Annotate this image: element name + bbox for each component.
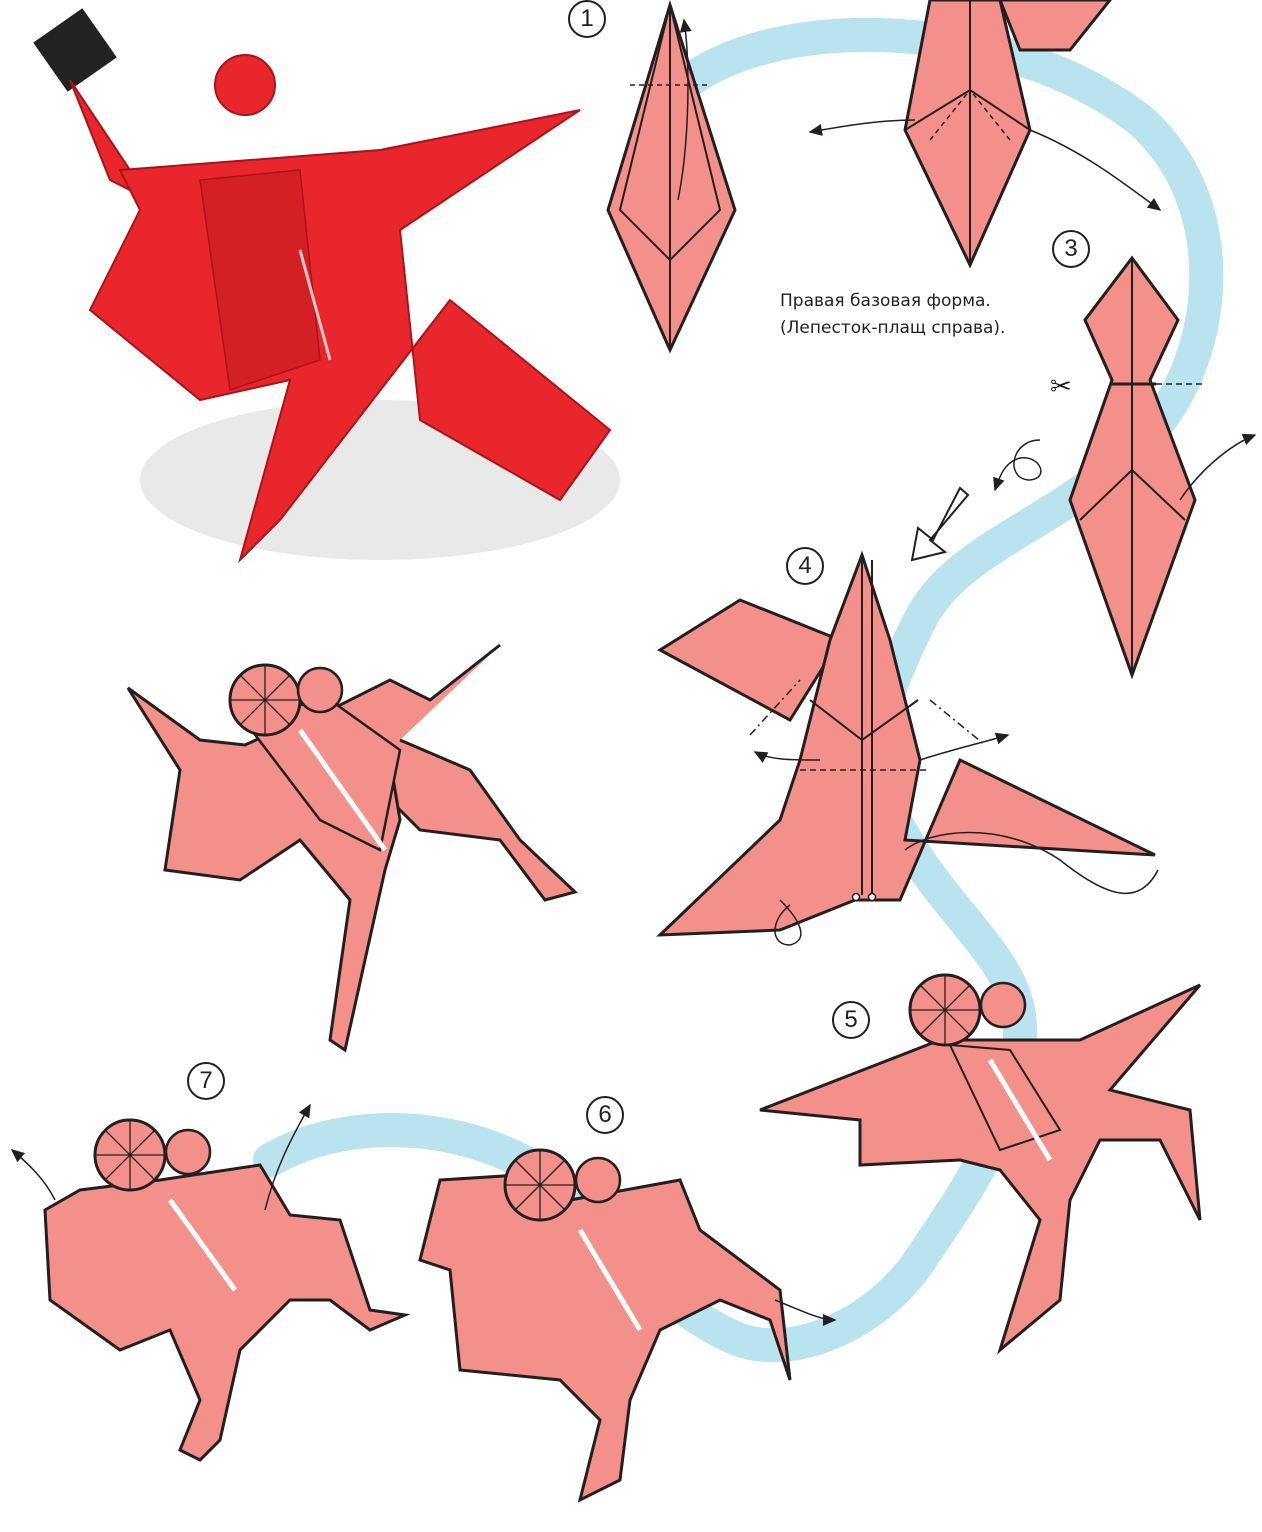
step3-caption: Правая базовая форма. (Лепесток-плащ спр… — [780, 288, 1005, 342]
caption-line-2: (Лепесток-плащ справа). — [780, 315, 1005, 342]
step-number-1-label: 1 — [580, 5, 593, 33]
step-number-3: 3 — [1052, 230, 1090, 268]
step-number-7-label: 7 — [199, 1067, 212, 1095]
step5-shape — [760, 975, 1200, 1350]
caption-line-1: Правая базовая форма. — [780, 288, 1005, 315]
photo-finished-model — [8, 0, 640, 575]
turn-over-arrow-icon — [912, 488, 968, 560]
step7-shape — [12, 1105, 405, 1460]
step6-shape — [420, 1150, 835, 1500]
scissors-icon: ✂ — [1050, 372, 1072, 402]
step-number-7: 7 — [187, 1062, 225, 1100]
step3-shape — [1070, 258, 1255, 675]
step-number-6: 6 — [586, 1096, 624, 1134]
step-number-5-label: 5 — [844, 1006, 857, 1034]
step-number-4-label: 4 — [798, 552, 811, 580]
step-number-6-label: 6 — [598, 1101, 611, 1129]
step-number-1: 1 — [568, 0, 606, 38]
step-number-4: 4 — [786, 547, 824, 585]
rotate-arrow-icon — [995, 440, 1041, 490]
step-number-5: 5 — [832, 1001, 870, 1039]
step-number-3-label: 3 — [1064, 235, 1077, 263]
step-intermediate-shape — [128, 645, 575, 1050]
